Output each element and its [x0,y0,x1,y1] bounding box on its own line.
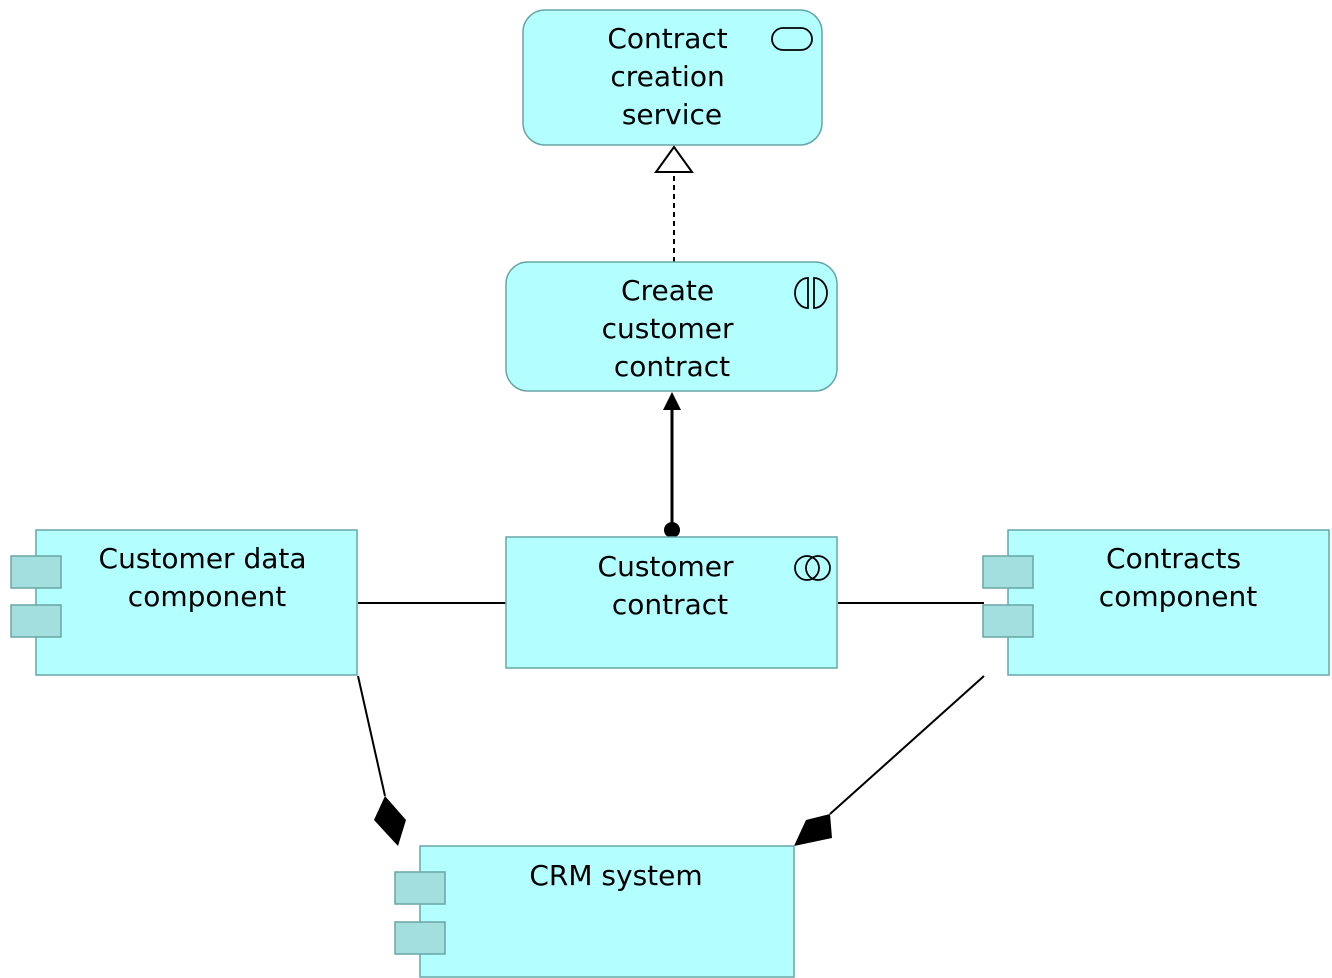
relations [357,145,985,846]
contracts-component-box [1007,529,1330,676]
contracts-component-node[interactable]: Contracts component [982,529,1330,676]
realization-arrowhead [654,145,694,173]
crm-system-box [419,845,795,978]
component-icon [982,555,1034,638]
assignment-dot [664,522,680,538]
crm-system-label: CRM system [529,859,702,892]
create-customer-contract-node[interactable]: Create customer contract [505,261,838,392]
customer-contract-box [505,536,838,669]
composition-diamond-right [794,814,832,846]
customer-data-component-label: Customer data component [99,542,316,613]
composition-diamond-left [374,796,406,846]
collaboration-icon [794,555,831,581]
component-icon [10,555,62,638]
assignment-relation[interactable] [663,392,681,538]
customer-contract-node[interactable]: Customer contract [505,536,838,669]
customer-data-component-box [35,529,358,676]
realization-relation[interactable] [654,145,694,262]
composition-relation-left[interactable] [357,675,406,846]
customer-data-component-node[interactable]: Customer data component [10,529,358,676]
customer-contract-label: Customer contract [598,550,743,621]
composition-line-right [829,675,985,815]
component-icon [394,871,446,955]
crm-system-node[interactable]: CRM system [394,845,795,978]
contract-creation-service-label: Contract creation service [607,22,736,131]
contracts-component-label: Contracts component [1099,542,1257,613]
interaction-icon [794,277,828,309]
service-icon [771,27,813,51]
contract-creation-service-box [522,9,823,146]
contract-creation-service-node[interactable]: Contract creation service [522,9,823,146]
assignment-arrowhead [663,392,681,410]
create-customer-contract-label: Create customer contract [602,274,743,383]
create-customer-contract-box [505,261,838,392]
composition-relation-right[interactable] [794,675,985,846]
composition-line-left [357,675,386,797]
